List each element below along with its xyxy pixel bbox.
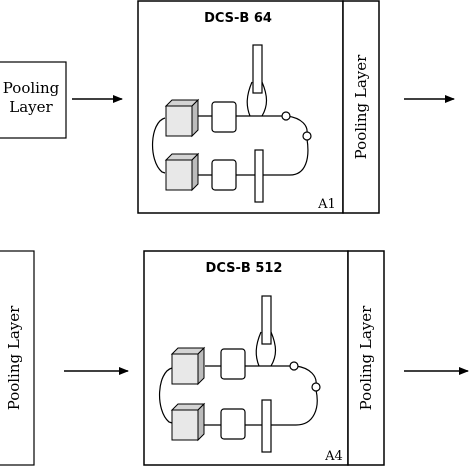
top-conv-cube-upper — [165, 99, 199, 137]
bottom-output-pooling-box — [347, 250, 385, 466]
bottom-sum-node-2 — [311, 382, 321, 392]
bottom-feature-lower — [220, 408, 246, 440]
bottom-block-tag: A4 — [324, 449, 343, 464]
bottom-dense-bar-upper — [261, 295, 272, 345]
bottom-input-pooling-box — [0, 250, 35, 466]
bottom-dense-bar-lower — [261, 399, 272, 453]
bottom-lower-line — [204, 389, 318, 426]
top-lower-line — [197, 138, 309, 176]
top-block-internal-diagram — [151, 81, 309, 176]
top-branch-up — [246, 81, 268, 117]
bottom-loop-connector — [158, 367, 173, 424]
top-dense-bar-lower — [254, 149, 264, 203]
top-dense-bar-upper — [252, 44, 263, 94]
bottom-sum-node-1 — [289, 361, 299, 371]
top-input-pooling-label-line1: Pooling — [3, 79, 60, 97]
top-loop-connector — [151, 117, 166, 174]
bottom-branch-up — [255, 331, 277, 367]
top-sum-node-1 — [281, 111, 291, 121]
bottom-block-internal-diagram — [158, 331, 318, 426]
bottom-conv-cube-lower — [171, 403, 205, 441]
bottom-block-title: DCS-B 512 — [206, 261, 283, 276]
top-conv-cube-lower — [165, 153, 199, 191]
bottom-feature-upper — [220, 348, 246, 380]
bottom-input-pooling-label: Pooling Layer — [5, 305, 23, 410]
top-input-pooling-box — [0, 61, 67, 139]
top-feature-lower — [211, 159, 237, 191]
top-row: Pooling Layer DCS-B 64 A1 Pooling Layer — [0, 0, 455, 214]
bottom-conv-cube-upper — [171, 347, 205, 385]
top-feature-upper — [211, 101, 237, 133]
top-input-pooling-label-line2: Layer — [9, 98, 53, 116]
bottom-row: Pooling Layer DCS-B 512 A4 Pooling Layer — [0, 250, 469, 466]
top-output-pooling-box — [342, 0, 380, 214]
top-output-pooling-label: Pooling Layer — [352, 54, 370, 159]
bottom-side-line — [295, 365, 317, 385]
top-sum-node-2 — [302, 131, 312, 141]
top-block-tag: A1 — [317, 197, 336, 212]
top-block-title: DCS-B 64 — [204, 11, 272, 26]
bottom-output-pooling-label: Pooling Layer — [357, 305, 375, 410]
